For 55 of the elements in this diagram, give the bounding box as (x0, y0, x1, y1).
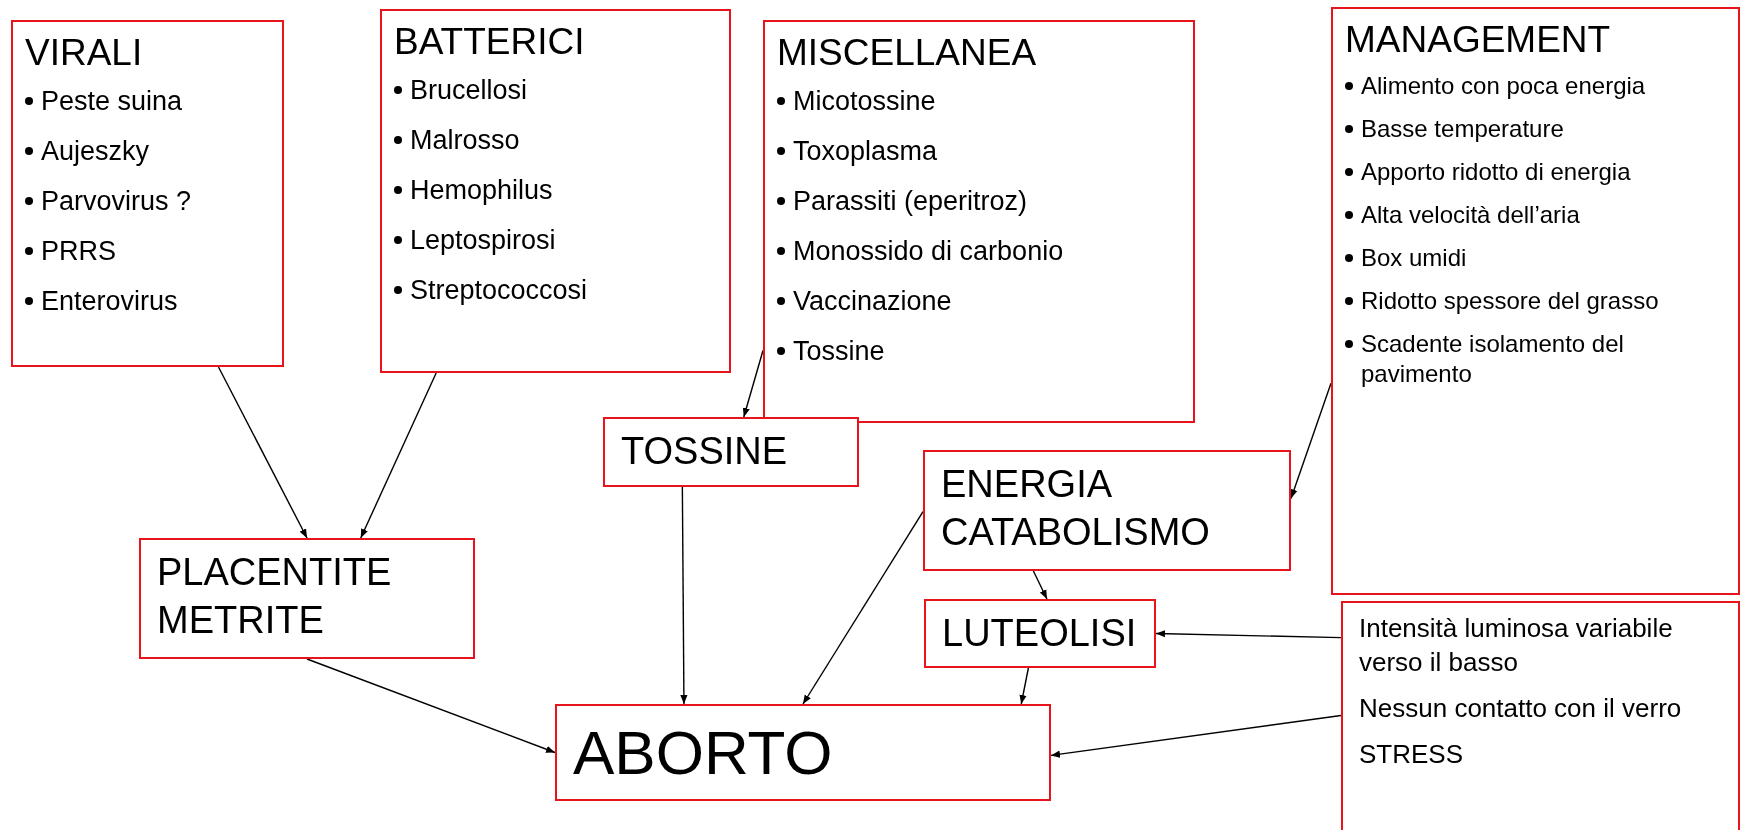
list-item: Vaccinazione (793, 285, 952, 318)
category-box (763, 20, 1195, 423)
list-item: Micotossine (793, 85, 936, 118)
list-item: Toxoplasma (793, 135, 938, 168)
list-item: PRRS (41, 235, 116, 268)
list-item: Parassiti (eperitroz) (793, 185, 1028, 218)
box-heading: MISCELLANEA (777, 31, 1037, 75)
category-box (11, 20, 284, 367)
process-box (924, 599, 1156, 668)
process-box (603, 417, 859, 487)
category-box (1331, 7, 1740, 595)
factor-box (1341, 601, 1740, 830)
box-heading: LUTEOLISI (942, 611, 1137, 656)
list-item: Streptococcosi (410, 274, 588, 307)
list-item: Brucellosi (410, 74, 528, 107)
factor-text: STRESS (1359, 738, 1465, 771)
list-item: Apporto ridotto di energia (1361, 157, 1631, 187)
arrow (680, 486, 688, 705)
factor-text: Nessun contatto con il verro (1359, 692, 1683, 725)
box-heading: ENERGIA CATABOLISMO (941, 462, 1211, 555)
list-item: Scadente isolamento del pavimento (1361, 329, 1625, 389)
list-item: Alimento con poca energia (1361, 71, 1646, 101)
arrow (802, 511, 924, 705)
category-box (380, 9, 731, 373)
list-item: Tossine (793, 335, 885, 368)
box-heading: MANAGEMENT (1345, 18, 1611, 62)
box-heading: TOSSINE (621, 429, 788, 474)
list-item: Aujeszky (41, 135, 150, 168)
list-item: Basse temperature (1361, 114, 1564, 144)
list-item: Hemophilus (410, 174, 553, 207)
list-item: Ridotto spessore del grasso (1361, 286, 1659, 316)
arrow (306, 658, 556, 754)
box-heading: ABORTO (573, 717, 833, 788)
factor-text: Intensità luminosa variabile verso il basso (1359, 612, 1674, 679)
list-item: Alta velocità dell’aria (1361, 200, 1580, 230)
arrow (742, 349, 764, 418)
list-item: Parvovirus ? (41, 185, 192, 218)
arrow (1019, 667, 1030, 705)
list-item: Box umidi (1361, 243, 1467, 273)
arrow (217, 366, 308, 539)
outcome-box (555, 704, 1051, 801)
box-heading: VIRALI (25, 31, 143, 75)
process-box (139, 538, 475, 659)
arrow (1050, 714, 1342, 758)
list-item: Enterovirus (41, 285, 178, 318)
list-item: Peste suina (41, 85, 183, 118)
process-box (923, 450, 1291, 571)
list-item: Leptospirosi (410, 224, 556, 257)
box-heading: PLACENTITE METRITE (157, 550, 393, 643)
arrow (360, 372, 437, 539)
arrow (1155, 630, 1342, 639)
list-item: Monossido di carbonio (793, 235, 1064, 268)
box-heading: BATTERICI (394, 20, 585, 64)
list-item: Malrosso (410, 124, 520, 157)
arrow (1032, 570, 1048, 600)
